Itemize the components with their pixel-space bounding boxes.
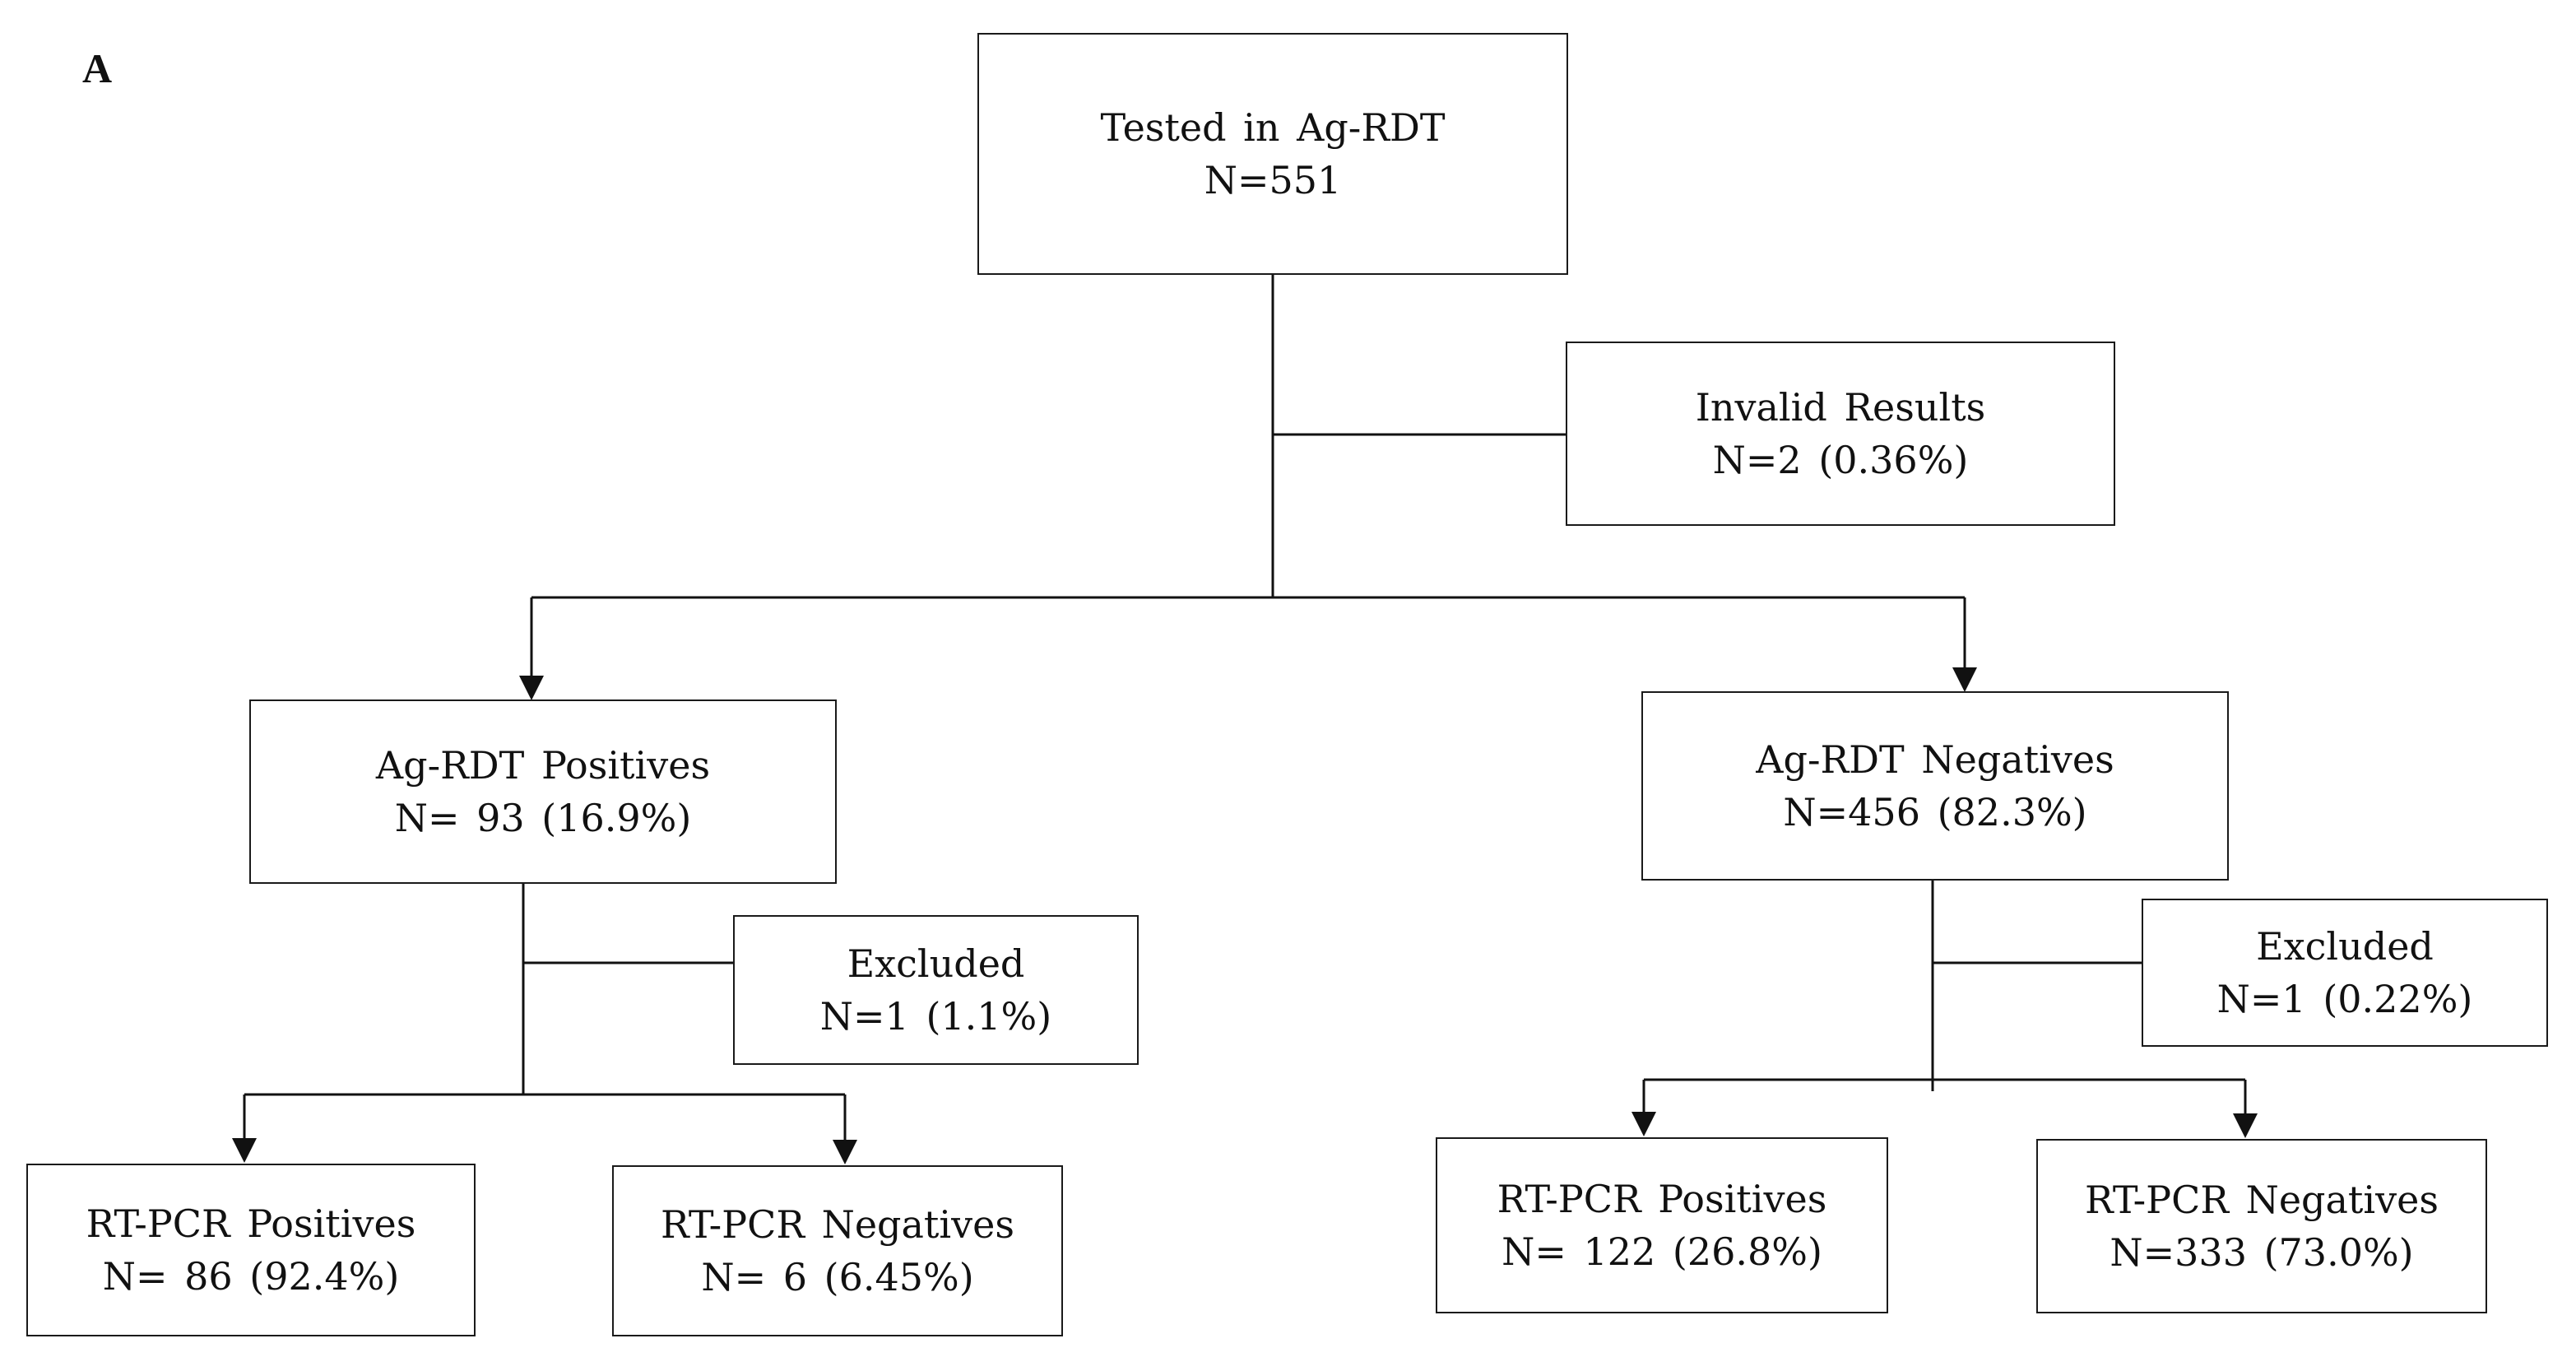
node-excluded-negatives: Excluded N=1 (0.22%) bbox=[2142, 899, 2548, 1047]
node-excluded-positives: Excluded N=1 (1.1%) bbox=[733, 915, 1139, 1065]
node-count: N=333 (73.0%) bbox=[2110, 1230, 2414, 1275]
node-title: Invalid Results bbox=[1695, 385, 1986, 430]
node-count: N=1 (1.1%) bbox=[819, 994, 1052, 1039]
node-title: RT-PCR Positives bbox=[1497, 1177, 1827, 1221]
panel-label: A bbox=[82, 45, 113, 91]
node-rt-pcr-negatives-left: RT-PCR Negatives N= 6 (6.45%) bbox=[612, 1165, 1063, 1336]
node-title: Ag-RDT Positives bbox=[375, 743, 711, 788]
node-rt-pcr-negatives-right: RT-PCR Negatives N=333 (73.0%) bbox=[2036, 1139, 2487, 1313]
node-count: N= 122 (26.8%) bbox=[1502, 1229, 1822, 1274]
node-title: RT-PCR Negatives bbox=[2085, 1178, 2439, 1222]
node-count: N=2 (0.36%) bbox=[1712, 438, 1969, 482]
node-count: N=456 (82.3%) bbox=[1783, 790, 2087, 834]
node-count: N=551 bbox=[1204, 158, 1342, 202]
node-invalid-results: Invalid Results N=2 (0.36%) bbox=[1566, 342, 2115, 526]
node-rt-pcr-positives-left: RT-PCR Positives N= 86 (92.4%) bbox=[26, 1164, 476, 1336]
node-tested-in-ag-rdt: Tested in Ag-RDT N=551 bbox=[977, 33, 1568, 275]
node-count: N=1 (0.22%) bbox=[2216, 977, 2473, 1021]
node-title: Ag-RDT Negatives bbox=[1756, 737, 2114, 782]
node-title: Tested in Ag-RDT bbox=[1100, 105, 1446, 150]
node-ag-rdt-negatives: Ag-RDT Negatives N=456 (82.3%) bbox=[1641, 691, 2229, 881]
node-rt-pcr-positives-right: RT-PCR Positives N= 122 (26.8%) bbox=[1436, 1137, 1888, 1313]
node-title: RT-PCR Positives bbox=[86, 1201, 416, 1246]
node-ag-rdt-positives: Ag-RDT Positives N= 93 (16.9%) bbox=[249, 699, 837, 884]
node-count: N= 86 (92.4%) bbox=[102, 1254, 400, 1299]
node-title: Excluded bbox=[847, 941, 1025, 986]
node-count: N= 6 (6.45%) bbox=[701, 1255, 974, 1299]
node-title: Excluded bbox=[2256, 924, 2434, 969]
node-title: RT-PCR Negatives bbox=[661, 1202, 1014, 1247]
node-count: N= 93 (16.9%) bbox=[394, 796, 692, 840]
